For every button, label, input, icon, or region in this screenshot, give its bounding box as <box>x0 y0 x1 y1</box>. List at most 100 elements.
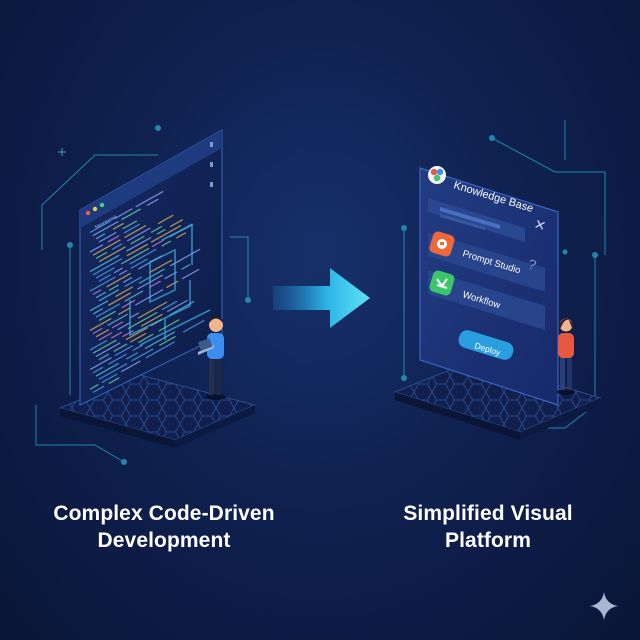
code-line <box>181 268 200 280</box>
code-line <box>148 259 173 274</box>
code-line <box>110 331 123 339</box>
code-line <box>124 276 143 288</box>
code-flow-graphic <box>129 223 211 346</box>
code-line <box>126 236 152 252</box>
right-caption-line1: Simplified Visual <box>403 502 573 525</box>
code-line <box>114 208 133 220</box>
code-line <box>123 223 140 234</box>
code-line <box>98 332 113 341</box>
code-line <box>182 319 205 333</box>
code-line <box>122 220 138 230</box>
window-close-dot <box>85 210 91 216</box>
left-caption: Complex Code-Driven Development <box>34 500 294 554</box>
code-line <box>95 342 121 358</box>
right-caption-line2: Platform <box>445 529 531 552</box>
code-line <box>127 311 158 330</box>
code-line <box>107 313 129 327</box>
code-line <box>130 258 148 269</box>
code-line <box>113 343 128 353</box>
code-line <box>169 219 184 228</box>
code-line <box>130 235 145 245</box>
code-line <box>138 333 154 344</box>
code-line <box>144 331 176 350</box>
left-caption-line1: Complex Code-Driven <box>53 502 275 525</box>
code-line <box>157 214 174 225</box>
code-line <box>98 231 117 243</box>
code-line <box>92 308 103 315</box>
close-icon[interactable]: ✕ <box>532 216 548 235</box>
code-line <box>111 243 123 250</box>
code-line <box>89 339 108 351</box>
code-line <box>89 276 116 292</box>
code-line <box>98 289 120 302</box>
scrollbar[interactable] <box>210 142 213 187</box>
code-line <box>122 277 133 284</box>
right-caption: Simplified Visual Platform <box>358 500 618 554</box>
code-line <box>107 235 120 243</box>
code-line <box>150 225 163 234</box>
code-line <box>95 251 108 260</box>
code-line <box>89 254 120 273</box>
code-line <box>95 329 110 338</box>
code-line <box>126 227 151 242</box>
code-line <box>95 267 115 279</box>
code-line <box>113 267 123 274</box>
code-line <box>124 225 147 239</box>
workflow-item[interactable]: Workflow <box>428 269 545 330</box>
code-line <box>111 321 124 329</box>
code-line <box>161 240 172 247</box>
code-line <box>106 272 132 288</box>
sparkle-icon <box>590 592 618 620</box>
code-window: Nesoioaaa <box>79 128 223 406</box>
code-line <box>95 362 120 377</box>
code-line <box>130 332 147 343</box>
code-line <box>108 292 132 306</box>
code-line <box>112 222 124 230</box>
code-line <box>92 289 102 295</box>
code-line <box>89 383 99 390</box>
code-line <box>125 352 139 360</box>
visual-platform-panel: Knowledge Base ✕ Prompt Studio ? Workflo… <box>419 166 559 406</box>
code-line <box>125 327 148 341</box>
code-line <box>158 319 180 332</box>
workflow-icon <box>429 270 455 296</box>
code-line <box>176 232 187 239</box>
code-line <box>115 286 133 298</box>
code-line <box>166 299 188 313</box>
code-line <box>108 284 119 291</box>
code-line <box>98 353 110 361</box>
code-line <box>101 373 118 384</box>
code-line <box>121 208 141 221</box>
left-circuit-lines <box>35 125 251 465</box>
knowledge-search-bar[interactable] <box>428 198 525 242</box>
code-line <box>126 243 149 257</box>
code-line <box>137 301 168 319</box>
code-line <box>135 288 164 306</box>
code-line <box>89 300 109 312</box>
code-line <box>98 310 116 322</box>
code-line <box>120 247 150 265</box>
code-line <box>89 244 104 253</box>
code-line <box>98 246 126 263</box>
code-line <box>95 303 121 318</box>
code-line <box>150 224 182 243</box>
code-line <box>95 233 106 240</box>
code-line <box>131 348 154 362</box>
code-line <box>92 339 117 354</box>
code-line <box>92 366 104 374</box>
code-line <box>145 341 175 359</box>
right-platform <box>393 359 602 440</box>
code-line <box>108 353 127 365</box>
code-line <box>156 228 166 235</box>
code-line <box>98 362 128 380</box>
code-line <box>148 280 162 288</box>
code-line <box>108 377 120 385</box>
window-minimize-dot <box>92 206 98 212</box>
code-line <box>132 344 144 352</box>
code-line <box>114 344 134 357</box>
code-line <box>135 190 164 208</box>
code-line <box>92 327 103 335</box>
code-line <box>89 220 111 233</box>
code-line <box>159 335 176 347</box>
code-line <box>92 385 105 393</box>
